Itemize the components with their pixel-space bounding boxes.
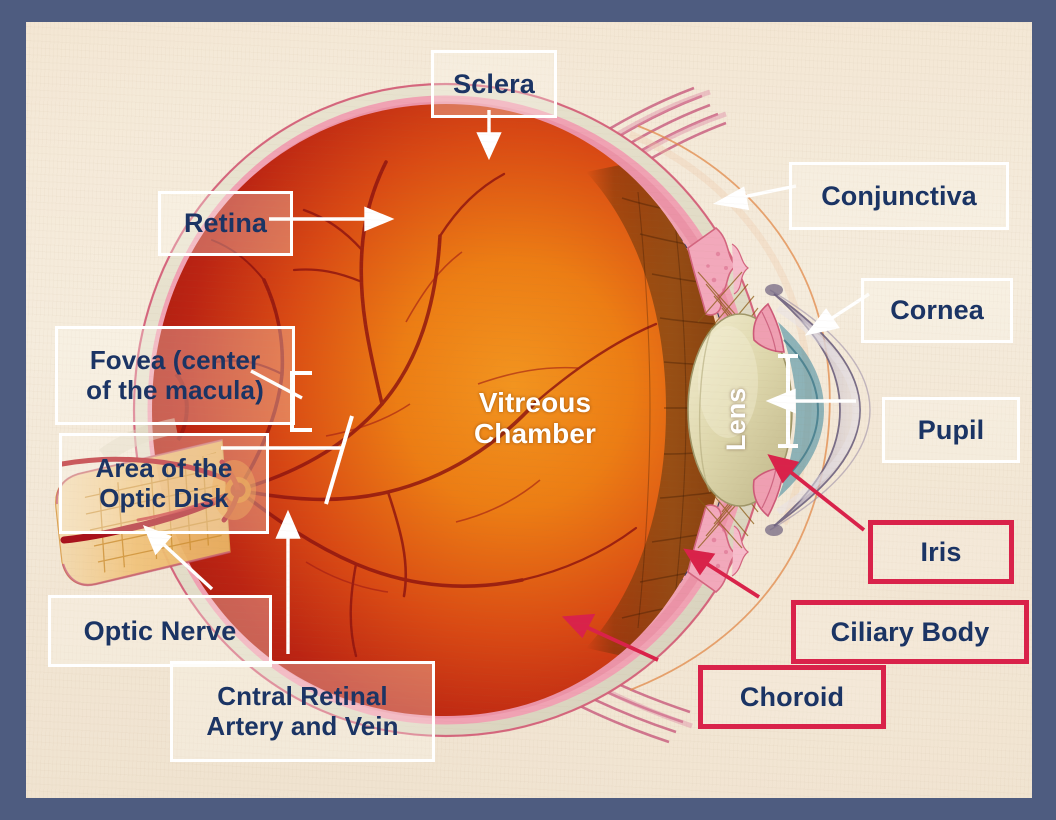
label-ciliary-body[interactable]: Ciliary Body [791, 600, 1029, 664]
leader-choroid [583, 624, 659, 662]
label-choroid[interactable]: Choroid [698, 665, 886, 729]
ciliary-processes-upper [687, 226, 749, 316]
label-conjunctiva[interactable]: Conjunctiva [789, 162, 1009, 230]
label-cornea[interactable]: Cornea [861, 278, 1013, 343]
leader-optic-nerve [159, 540, 214, 591]
label-iris[interactable]: Iris [868, 520, 1014, 584]
leader-ciliary-body [702, 560, 761, 599]
diagram-canvas: Sclera Conjunctiva Retina Cornea Fovea (… [26, 22, 1032, 798]
label-optic-disk[interactable]: Area of the Optic Disk [59, 433, 269, 534]
leader-conjunctiva [737, 184, 797, 200]
label-fovea[interactable]: Fovea (center of the macula) [55, 326, 295, 425]
leader-iris [786, 468, 866, 532]
retinal-vessels [211, 160, 658, 658]
label-vitreous-chamber: Vitreous Chamber [473, 386, 597, 449]
central-retinal-vessels [59, 456, 251, 544]
label-sclera[interactable]: Sclera [431, 50, 557, 118]
optic-nerve [55, 418, 231, 587]
anterior-chamber [778, 322, 824, 498]
leader-lines-white [142, 110, 870, 654]
conjunctiva-membrane [629, 125, 831, 691]
iris [752, 302, 785, 518]
label-pupil[interactable]: Pupil [882, 397, 1020, 463]
label-retina[interactable]: Retina [158, 191, 293, 256]
label-optic-nerve[interactable]: Optic Nerve [48, 595, 272, 667]
leader-lines-crimson [561, 454, 866, 662]
label-central-retinal-vessels[interactable]: Cntral Retinal Artery and Vein [170, 661, 435, 762]
optic-disk [212, 460, 256, 520]
label-lens: Lens [720, 387, 751, 451]
vitreous-chamber [152, 104, 726, 716]
